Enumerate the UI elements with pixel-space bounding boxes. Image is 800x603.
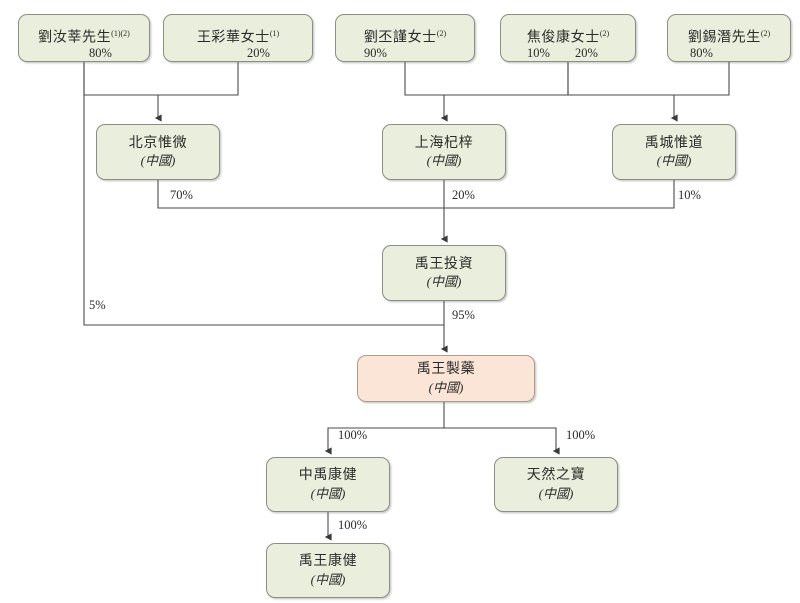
percent-label-80-liuxiqian-yucheng: 80% <box>690 46 713 60</box>
node-label: 上海杞梓 <box>414 135 474 151</box>
edge-liuruxin-beijing <box>83 62 158 96</box>
node-label: 禹王製藥 <box>416 362 476 378</box>
node-label: 劉汝莘先生(1)(2) <box>38 28 130 46</box>
percent-label-100-pharma-zhongyu: 100% <box>338 428 368 442</box>
node-label: 焦俊康女士(2) <box>526 28 610 46</box>
node-label: 天然之寶 <box>526 468 586 484</box>
node-label: 劉丕謹女士(2) <box>363 28 447 46</box>
node-beijing-weiwei[interactable]: 北京惟微 (中國) <box>96 124 220 180</box>
percent-label-20-jiao-yucheng: 20% <box>575 46 598 60</box>
percent-label-5-liuruxin-pharma: 5% <box>89 298 106 312</box>
node-yuwang-pharma[interactable]: 禹王製藥 (中國) <box>357 355 535 402</box>
edge-yucheng-invest <box>444 180 675 209</box>
node-shanghai-qizi[interactable]: 上海杞梓 (中國) <box>382 124 506 180</box>
node-jurisdiction: (中國) <box>426 274 462 290</box>
node-label: 禹王投資 <box>414 256 474 272</box>
node-wang-caihua[interactable]: 王彩華女士(1) <box>163 14 313 62</box>
node-label: 北京惟微 <box>128 135 188 151</box>
node-label: 禹城惟道 <box>644 135 704 151</box>
edge-jiao-shanghai <box>444 62 569 96</box>
edge-beijing-invest <box>157 180 444 209</box>
node-jurisdiction: (中國) <box>310 485 346 501</box>
node-jurisdiction: (中國) <box>428 379 464 395</box>
node-tianran-zhibao[interactable]: 天然之寶 (中國) <box>494 457 618 512</box>
node-yucheng-weidao[interactable]: 禹城惟道 (中國) <box>612 124 736 180</box>
node-jurisdiction: (中國) <box>140 153 176 169</box>
node-label: 中禹康健 <box>298 468 358 484</box>
edge-wang-beijing <box>158 62 239 96</box>
node-label: 禹王康健 <box>298 554 358 570</box>
edge-liuxiqian-yucheng <box>674 62 730 96</box>
node-zhongyu-kangjian[interactable]: 中禹康健 (中國) <box>266 457 390 512</box>
percent-label-90-liupijin-shanghai: 90% <box>364 46 387 60</box>
percent-label-20-shanghai-invest: 20% <box>452 188 475 202</box>
percent-label-95-invest-pharma: 95% <box>452 308 475 322</box>
node-yuwang-kangjian[interactable]: 禹王康健 (中國) <box>266 543 390 598</box>
node-jurisdiction: (中國) <box>426 153 462 169</box>
node-liu-pijin[interactable]: 劉丕謹女士(2) <box>335 14 475 62</box>
node-jurisdiction: (中國) <box>656 153 692 169</box>
node-label: 王彩華女士(1) <box>196 28 280 46</box>
node-jiao-junkang[interactable]: 焦俊康女士(2) <box>500 14 636 62</box>
node-label: 劉錫潛先生(2) <box>687 28 771 46</box>
node-liu-xiqian[interactable]: 劉錫潛先生(2) <box>667 14 791 62</box>
percent-label-80-liuruxin-beijing: 80% <box>89 46 112 60</box>
edge-pharma-tianran <box>444 427 560 455</box>
percent-label-100-zhongyu-yuwangkj: 100% <box>338 518 368 532</box>
percent-label-10-jiao-shanghai: 10% <box>527 46 550 60</box>
node-jurisdiction: (中國) <box>538 485 574 501</box>
percent-label-10-yucheng-invest: 10% <box>678 188 701 202</box>
percent-label-100-pharma-tianran: 100% <box>566 428 596 442</box>
edge-jiao-yucheng <box>567 62 674 96</box>
percent-label-70-beijing-invest: 70% <box>170 188 193 202</box>
node-yuwang-invest[interactable]: 禹王投資 (中國) <box>382 245 506 301</box>
percent-label-20-wang-beijing: 20% <box>247 46 270 60</box>
node-liu-ruxin[interactable]: 劉汝莘先生(1)(2) <box>18 14 150 62</box>
edge-liupijin-shanghai <box>404 62 444 96</box>
node-jurisdiction: (中國) <box>310 571 346 587</box>
